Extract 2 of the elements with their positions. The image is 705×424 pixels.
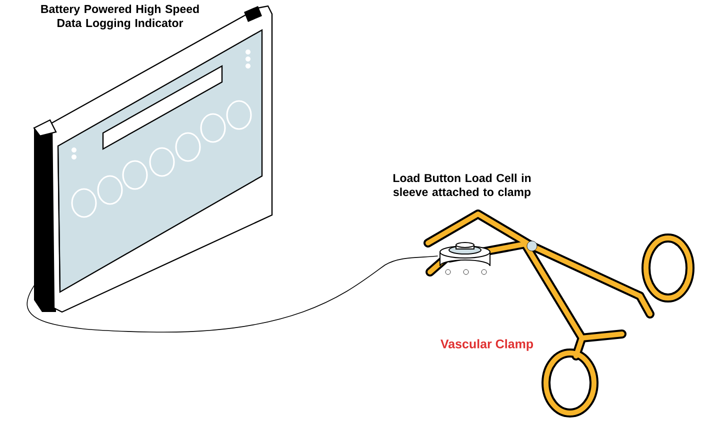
part-label: Vascular Clamp: [440, 339, 534, 351]
device-label: Load Button Load Cell in sleeve attached to clamp: [393, 174, 531, 198]
